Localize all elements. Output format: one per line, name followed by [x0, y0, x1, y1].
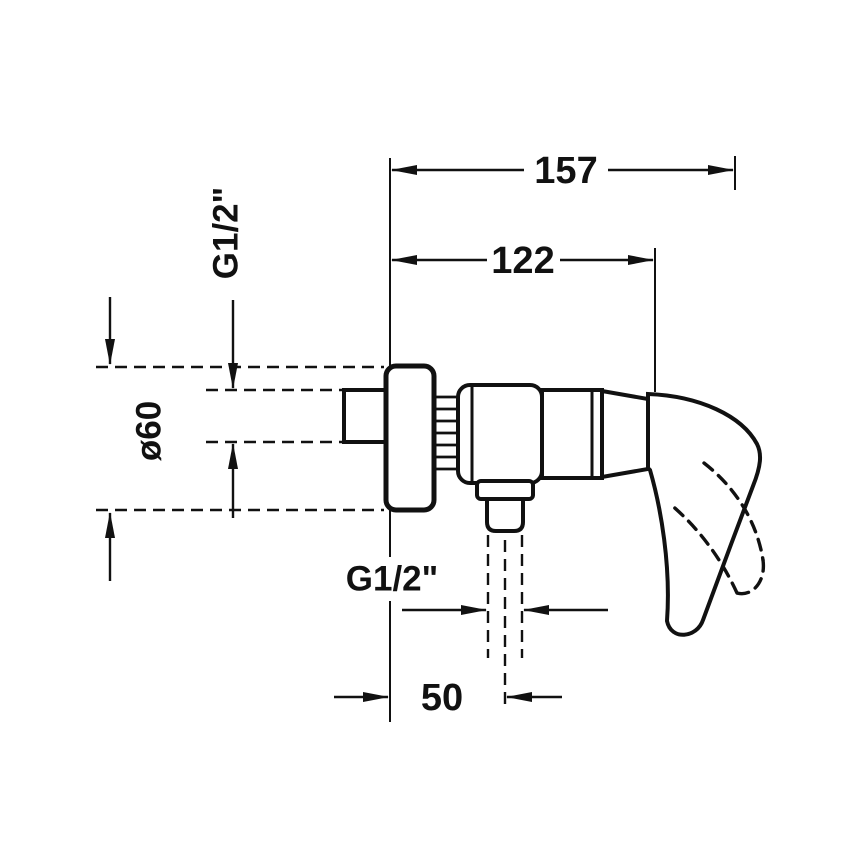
dimension-inlet-thread: G1/2": [206, 187, 342, 518]
fixture-thread-section: [436, 395, 458, 471]
dim-label-outlet-offset: 50: [421, 677, 463, 719]
dimension-outlet-offset: 50: [334, 677, 562, 719]
fixture-inlet-connector: [342, 388, 390, 444]
fixture-handle-alt-position: [667, 461, 766, 596]
dim-label-inlet-thread: G1/2": [207, 187, 246, 279]
dimension-flange-diameter: ø60: [96, 297, 384, 581]
dim-label-outlet-thread: G1/2": [346, 560, 438, 599]
fixture-valve-body: [456, 383, 650, 485]
dimension-overall-depth: 157: [391, 150, 736, 192]
fixture-handle: [646, 391, 763, 637]
dim-label-flange-diameter: ø60: [130, 401, 169, 461]
dim-label-overall-depth: 157: [534, 150, 597, 192]
fixture-flange: [383, 363, 437, 513]
dim-label-body-depth: 122: [491, 240, 554, 282]
fixture-outlet: [475, 479, 535, 710]
dimension-body-depth: 122: [391, 240, 656, 392]
dimension-outlet-thread: G1/2": [346, 560, 608, 615]
